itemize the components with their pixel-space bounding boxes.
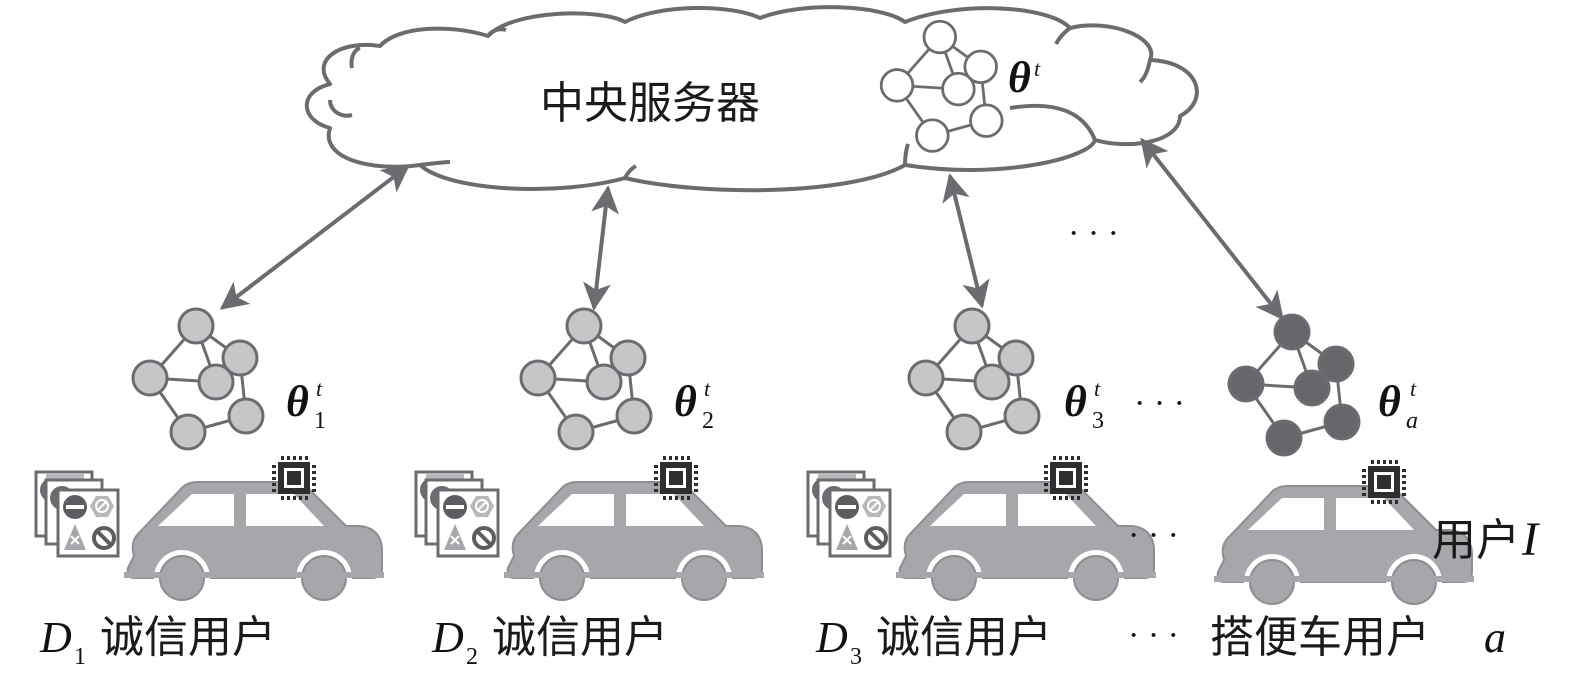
svg-text:1: 1 — [74, 644, 86, 670]
svg-text:诚信用户: 诚信用户 — [492, 612, 668, 663]
car-icon — [503, 481, 765, 607]
ellipsis-labels: · · · — [1128, 617, 1179, 654]
svg-text:3: 3 — [850, 644, 862, 670]
local-model-label: θ t 3 — [1064, 376, 1104, 434]
local-model-graph — [519, 307, 653, 451]
client-3: θ t 3 D 3 诚信用户 — [806, 307, 1157, 670]
local-model-graph — [907, 307, 1041, 451]
svg-text:a: a — [1406, 408, 1418, 434]
chip-icon — [654, 456, 698, 500]
svg-text:a: a — [1484, 613, 1506, 662]
svg-text:t: t — [1034, 56, 1041, 81]
svg-text:θ: θ — [674, 377, 697, 426]
svg-text:搭便车用户: 搭便车用户 — [1210, 612, 1430, 663]
svg-text:用户: 用户 — [1432, 515, 1520, 566]
dataset-icon — [414, 470, 500, 558]
arrow-server-client-1 — [219, 164, 411, 310]
ellipsis-cars: · · · — [1128, 517, 1179, 554]
svg-text:θ: θ — [1064, 377, 1087, 426]
central-server-label: 中央服务器 — [540, 78, 760, 129]
dataset-icon — [806, 470, 892, 558]
svg-text:2: 2 — [702, 408, 714, 434]
dataset-icon — [34, 470, 120, 558]
chip-icon — [1044, 456, 1088, 500]
client-a: θ t a 搭便车用户 a — [1210, 313, 1506, 663]
car-icon — [123, 481, 385, 607]
client-1: θ t 1 D 1 诚信用户 — [34, 307, 385, 670]
client-label: D 3 诚信用户 — [815, 612, 1052, 670]
local-model-graph — [1227, 313, 1361, 457]
chip-icon — [1362, 460, 1406, 504]
svg-text:t: t — [1094, 376, 1101, 401]
local-model-label: θ t 2 — [674, 376, 714, 434]
local-model-graph — [131, 307, 265, 451]
svg-text:t: t — [704, 376, 711, 401]
svg-text:诚信用户: 诚信用户 — [100, 612, 276, 663]
svg-text:2: 2 — [466, 644, 478, 670]
svg-text:t: t — [316, 376, 323, 401]
chip-icon — [272, 456, 316, 500]
client-label: 搭便车用户 a — [1210, 612, 1506, 663]
svg-text:诚信用户: 诚信用户 — [876, 612, 1052, 663]
client-label: D 2 诚信用户 — [431, 612, 668, 670]
local-model-label: θ t 1 — [286, 376, 326, 434]
user-count-label: 用户 I — [1432, 513, 1540, 566]
svg-text:D: D — [39, 613, 72, 662]
ellipsis-top: · · · — [1068, 215, 1119, 252]
server-model-label: θ t — [1008, 53, 1041, 102]
svg-text:I: I — [1521, 513, 1540, 566]
ellipsis-models: · · · — [1134, 385, 1185, 422]
svg-text:3: 3 — [1092, 408, 1104, 434]
svg-text:t: t — [1410, 376, 1417, 401]
svg-text:1: 1 — [314, 408, 326, 434]
svg-text:θ: θ — [286, 377, 309, 426]
client-2: θ t 2 D 2 诚信用户 — [414, 307, 765, 670]
svg-text:D: D — [815, 613, 848, 662]
local-model-label: θ t a — [1378, 376, 1418, 434]
car-icon — [895, 481, 1157, 607]
arrow-server-client-2 — [583, 185, 619, 311]
svg-text:θ: θ — [1008, 53, 1031, 102]
arrow-server-client-3 — [942, 173, 990, 309]
svg-text:D: D — [431, 613, 464, 662]
client-label: D 1 诚信用户 — [39, 612, 276, 670]
svg-text:θ: θ — [1378, 377, 1401, 426]
arrow-server-client-a — [1140, 137, 1284, 321]
